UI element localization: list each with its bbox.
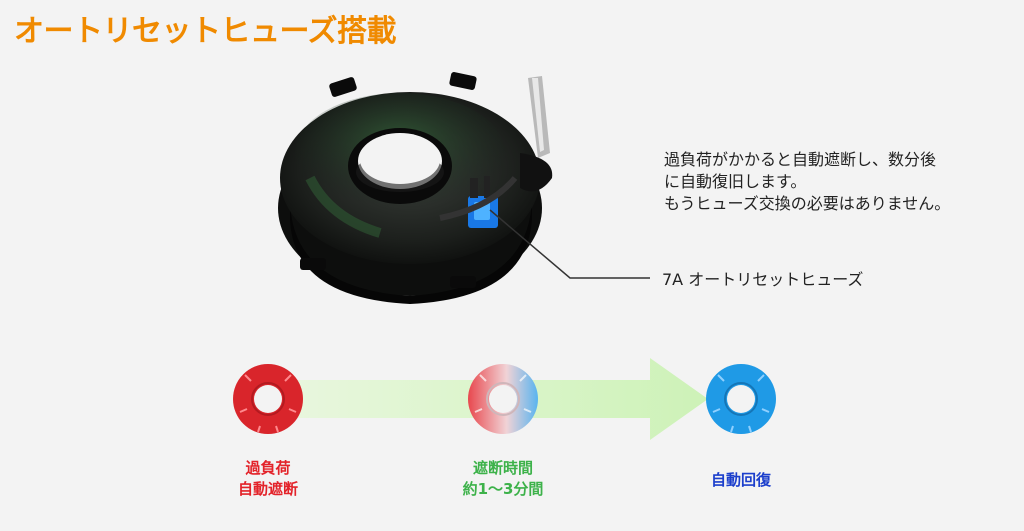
stage-label-overload: 過負荷 自動遮断 xyxy=(198,458,338,500)
page-title: オートリセットヒューズ搭載 xyxy=(14,14,397,49)
fuse-label: 7A オートリセットヒューズ xyxy=(662,270,864,289)
stage-label-line: 自動遮断 xyxy=(237,480,298,498)
ring-recovered-icon xyxy=(706,364,776,434)
description-line: 過負荷がかかると自動遮断し、数分後 xyxy=(664,150,937,169)
recovery-flow-diagram xyxy=(233,358,776,440)
stage-label-line: 約1～3分間 xyxy=(462,480,544,498)
description-line: に自動復旧します。 xyxy=(664,172,807,191)
ring-overload-icon xyxy=(233,364,303,434)
fuse-device-illustration xyxy=(278,72,553,304)
ring-cutoff-icon xyxy=(468,364,538,434)
description-line: もうヒューズ交換の必要はありません。 xyxy=(664,194,951,213)
description-text: 過負荷がかかると自動遮断し、数分後 に自動復旧します。 もうヒューズ交換の必要は… xyxy=(664,149,950,215)
stage-label-cutoff: 遮断時間 約1～3分間 xyxy=(433,458,573,500)
stage-label-line: 遮断時間 xyxy=(472,459,533,477)
stage-label-line: 自動回復 xyxy=(710,471,771,489)
stage-label-recovered: 自動回復 xyxy=(671,470,811,491)
stage-label-line: 過負荷 xyxy=(245,459,291,477)
